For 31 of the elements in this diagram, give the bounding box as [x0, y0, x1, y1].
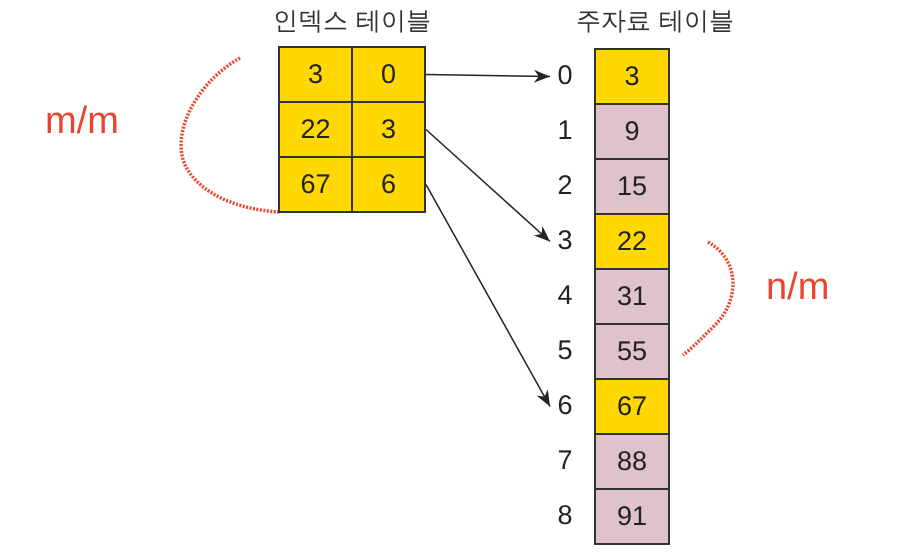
table-title: 주자료 테이블 — [575, 5, 735, 37]
index-cell: 6 — [351, 156, 426, 213]
table-title: 인덱스 테이블 — [272, 5, 432, 37]
arrow — [426, 70, 550, 83]
index-cell: 3 — [351, 101, 426, 158]
arrow — [426, 128, 550, 242]
row-number: 1 — [556, 115, 574, 146]
row-number: 6 — [556, 390, 574, 421]
data-cell: 3 — [594, 48, 670, 105]
row-number: 3 — [556, 225, 574, 256]
row-number: 5 — [556, 335, 574, 366]
ratio-label: m/m — [45, 100, 119, 143]
index-cell: 67 — [278, 156, 353, 213]
index-cell: 22 — [278, 101, 353, 158]
row-number: 7 — [556, 445, 574, 476]
row-number: 4 — [556, 280, 574, 311]
data-cell: 31 — [594, 268, 670, 325]
row-number: 8 — [556, 500, 574, 531]
data-cell: 55 — [594, 323, 670, 380]
index-cell: 3 — [278, 46, 353, 103]
data-cell: 22 — [594, 213, 670, 270]
row-number: 0 — [556, 60, 574, 91]
data-cell: 91 — [594, 488, 670, 545]
index-cell: 0 — [351, 46, 426, 103]
row-number: 2 — [556, 170, 574, 201]
arrow — [425, 184, 551, 407]
data-cell: 67 — [594, 378, 670, 435]
ratio-label: n/m — [766, 266, 830, 309]
data-cell: 88 — [594, 433, 670, 490]
data-cell: 15 — [594, 158, 670, 215]
data-cell: 9 — [594, 103, 670, 160]
